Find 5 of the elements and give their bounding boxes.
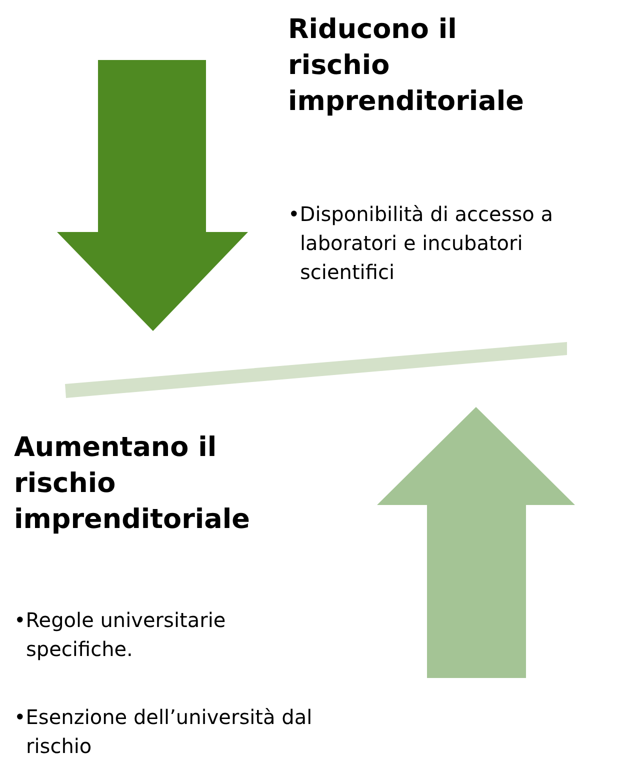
bullet-text: •Regole universitarie specifiche. xyxy=(14,607,227,663)
bullet-text: •Disponibilità di accesso a laboratori e incubatori scientifici xyxy=(288,201,554,286)
heading: Aumentano il rischio imprenditoriale xyxy=(14,431,251,537)
bullet-text: •Esenzione dell’università dal rischio xyxy=(14,704,314,759)
heading: Riducono il rischio imprenditoriale xyxy=(288,13,525,119)
